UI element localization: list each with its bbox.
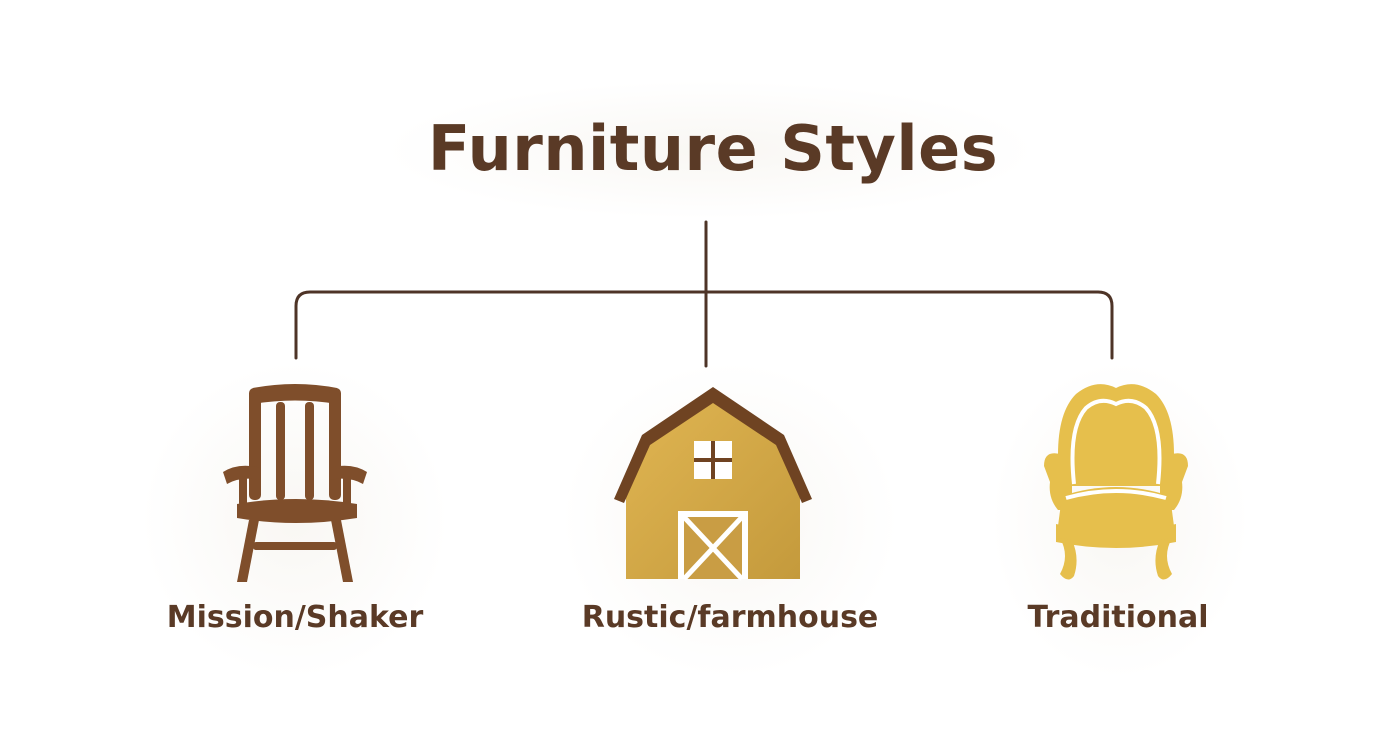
rocking-chair-icon <box>223 384 367 582</box>
title-glow <box>380 80 1040 220</box>
horizontal-bar <box>294 290 1114 360</box>
armchair-icon <box>1044 384 1188 580</box>
diagram-title: Furniture Styles <box>427 112 999 185</box>
branch-label-traditional: Traditional <box>1027 600 1209 635</box>
branch-label-mission-shaker: Mission/Shaker <box>166 600 424 635</box>
barn-icon <box>614 387 812 581</box>
branch-label-rustic-farmhouse: Rustic/farmhouse <box>581 600 879 635</box>
